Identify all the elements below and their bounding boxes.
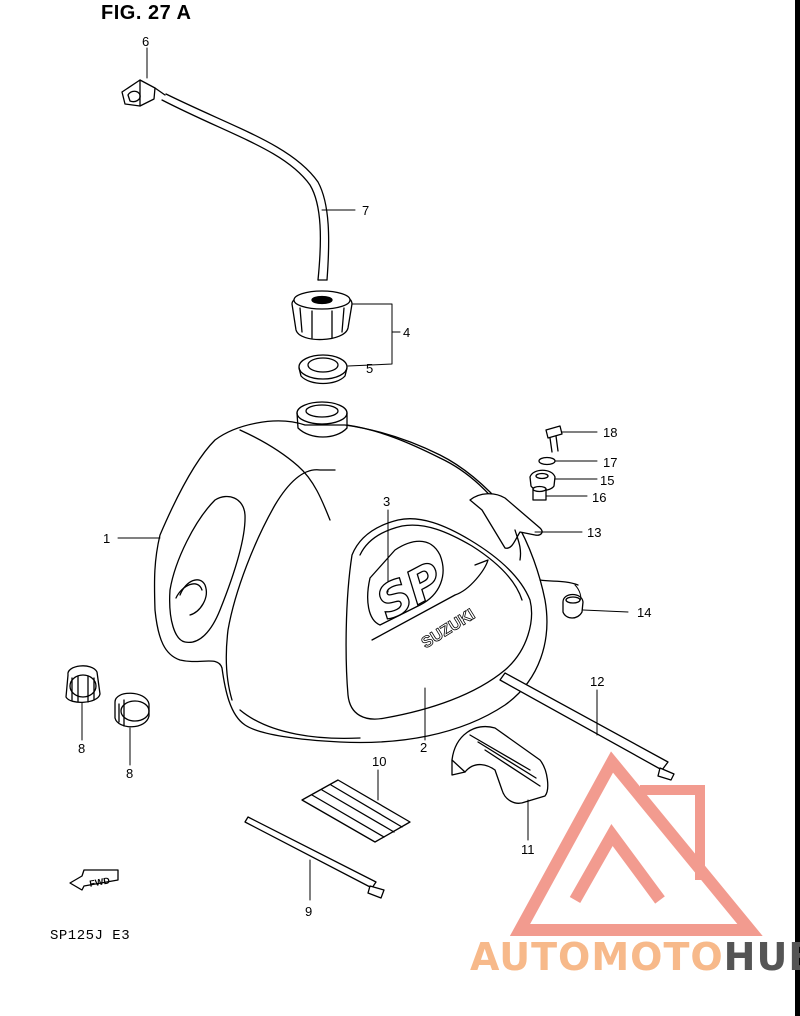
callout-6: 6: [142, 34, 150, 49]
callout-10: 10: [372, 754, 387, 769]
model-code: SP125J E3: [50, 928, 131, 944]
callout-8-a: 8: [78, 741, 86, 756]
washer-part-17: [538, 456, 556, 466]
cap-gasket-part-5: [298, 354, 348, 385]
sp-emblem-part-3: [367, 540, 489, 641]
hose-clip-part-6: [121, 79, 166, 107]
breather-hose-part-7: [161, 93, 330, 281]
callout-16: 16: [592, 490, 607, 505]
callout-13: 13: [587, 525, 602, 540]
callout-17: 17: [603, 455, 618, 470]
callout-18: 18: [603, 425, 618, 440]
rubber-pad-part-10: [301, 779, 411, 843]
callout-1: 1: [103, 531, 111, 546]
callout-2: 2: [420, 740, 428, 755]
callout-7: 7: [362, 203, 370, 218]
cushion-part-14: [562, 593, 584, 619]
callout-9: 9: [305, 904, 313, 919]
mounting-bracket-part-13: [469, 493, 543, 561]
tie-band-part-9: [244, 816, 385, 899]
watermark-text: AUTOMOTOHUB: [470, 935, 800, 979]
figure-title: FIG. 27 A: [101, 2, 192, 24]
callout-11: 11: [521, 842, 535, 857]
fuel-valve-plug-part-8-a: [65, 665, 101, 703]
callout-4: 4: [403, 325, 411, 340]
collar-part-16: [532, 485, 547, 501]
fuel-cap-part-4: [291, 290, 353, 341]
forward-arrow-icon: [69, 869, 119, 891]
callout-8-b: 8: [126, 766, 134, 781]
right-border: [795, 0, 800, 1016]
callout-14: 14: [637, 605, 652, 620]
fuel-valve-plug-part-8-b: [114, 692, 150, 728]
watermark-part-2: HUB: [723, 935, 800, 979]
damper-part-15: [529, 469, 556, 492]
callout-15: 15: [600, 473, 615, 488]
tie-band-part-12: [499, 672, 675, 781]
callout-3: 3: [383, 494, 391, 509]
callout-5: 5: [366, 361, 374, 376]
bolt-part-18: [545, 425, 563, 453]
tank-cushion-part-11: [451, 726, 549, 804]
automotohub-logo-icon: [509, 751, 763, 936]
fuel-tank-part-1: [153, 401, 579, 744]
callout-12: 12: [590, 674, 605, 689]
watermark-part-1: AUTOMOTO: [470, 935, 724, 979]
fwd-label: FWD: [89, 875, 111, 888]
